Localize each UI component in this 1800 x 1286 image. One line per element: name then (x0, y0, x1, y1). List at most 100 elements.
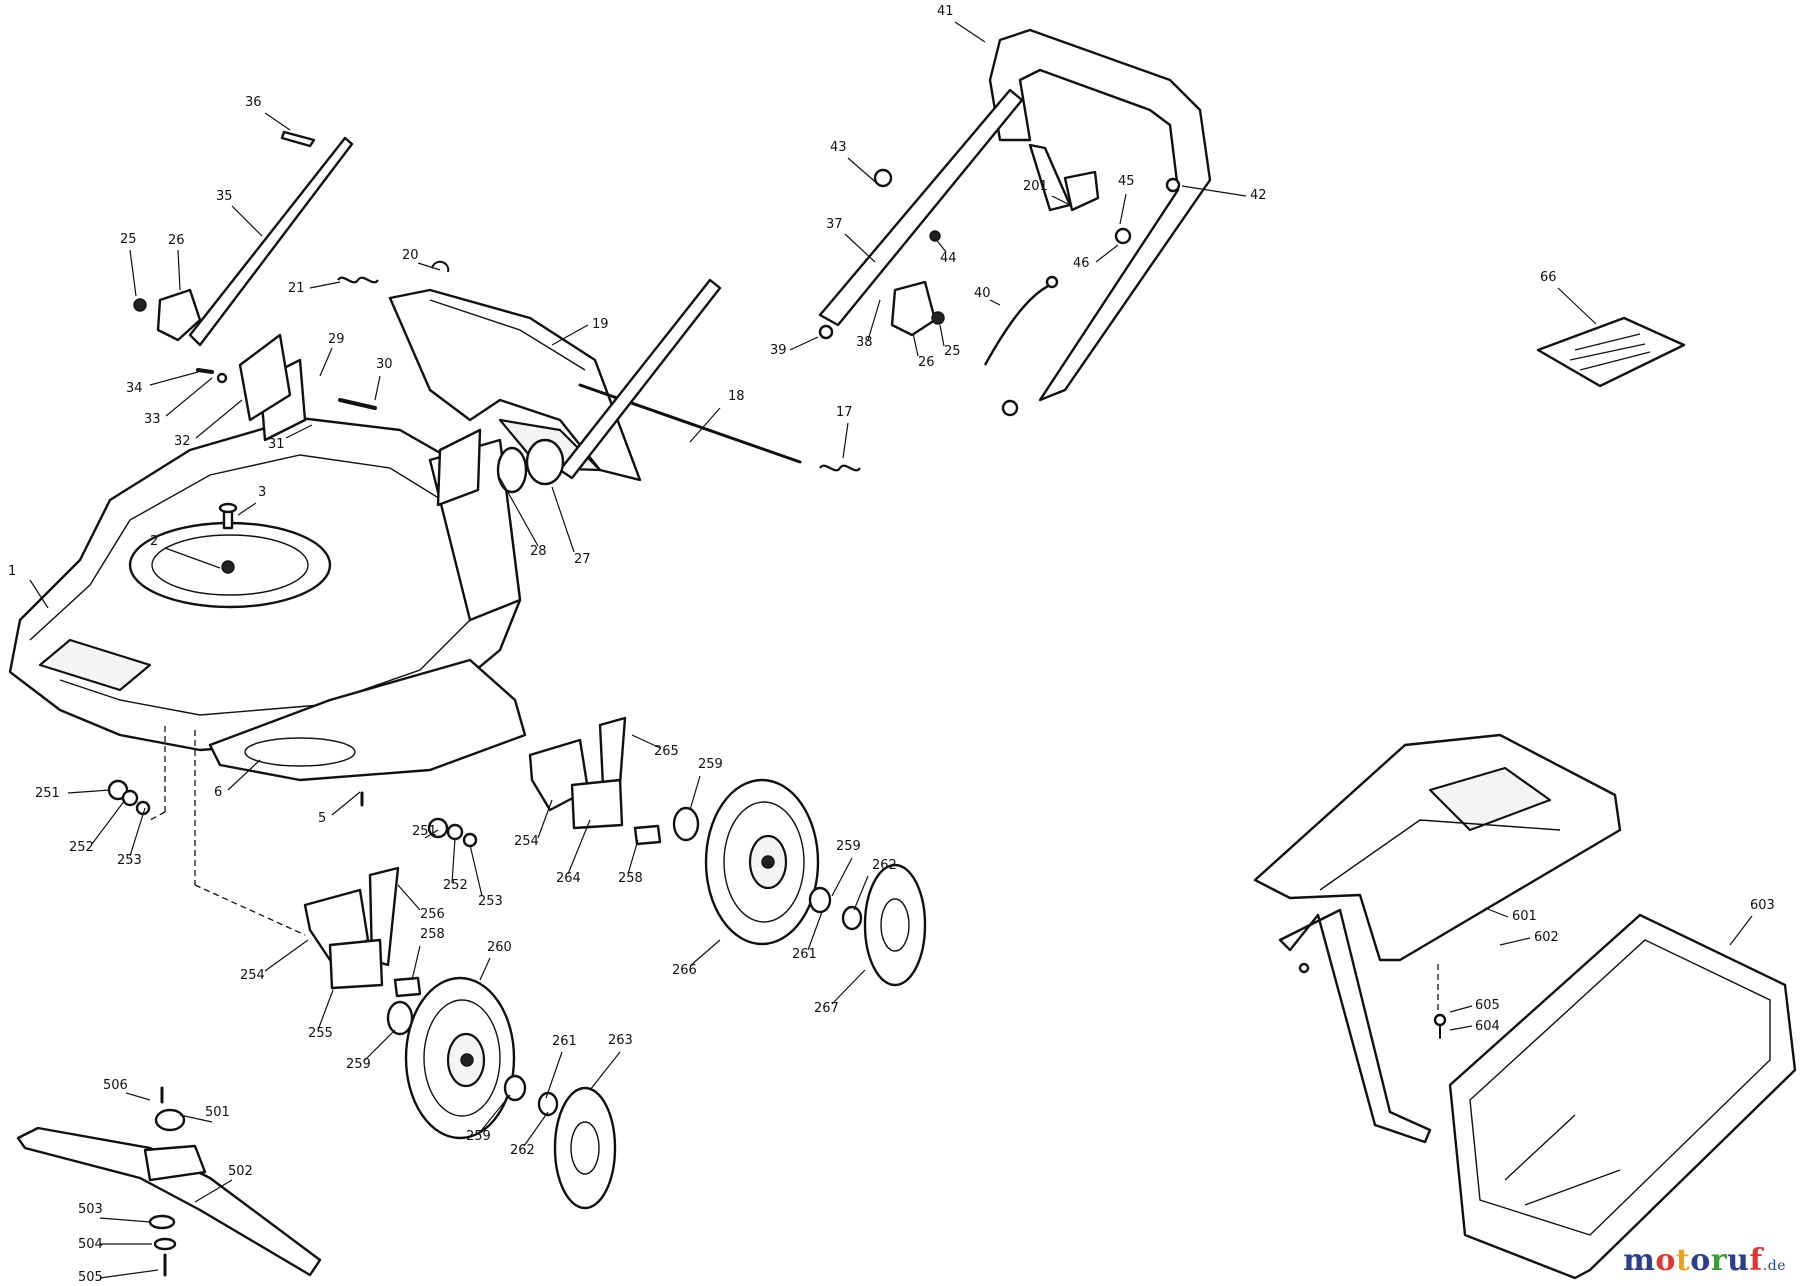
part-number-label: 259 (466, 1129, 491, 1144)
callout-258a: 258 (411, 927, 445, 981)
part-number-label: 34 (126, 381, 143, 396)
leader-line (1449, 1005, 1473, 1013)
wheel-rear (704, 778, 820, 946)
part-number-label: 5 (318, 811, 326, 826)
parts-bag (1536, 316, 1686, 388)
callout-259c: 259 (689, 757, 723, 811)
part-number-label: 38 (856, 335, 873, 350)
height-lever (188, 130, 354, 347)
callout-263: 263 (589, 1033, 633, 1091)
callout-255: 255 (308, 989, 334, 1041)
gear-and-washers (107, 779, 863, 1117)
part-number-label: 2 (150, 534, 158, 549)
leader-line (195, 399, 243, 439)
leader-line (331, 791, 361, 816)
part-number-label: 263 (608, 1033, 633, 1048)
leader-line (125, 1092, 151, 1101)
part-number-label: 501 (205, 1105, 230, 1120)
leader-line (847, 157, 881, 187)
watermark-letter: t (1675, 1243, 1691, 1278)
leader-line (689, 775, 701, 811)
blade-housing (208, 658, 527, 782)
leader-line (631, 734, 661, 749)
callout-20: 20 (402, 248, 441, 271)
wheel-front (404, 976, 516, 1140)
part-number-label: 252 (69, 840, 94, 855)
callout-503: 503 (78, 1202, 151, 1223)
leader-line (867, 299, 881, 341)
leader-line (831, 969, 866, 1005)
callout-41: 41 (937, 4, 986, 43)
part-number-label: 267 (814, 1001, 839, 1016)
part-number-label: 254 (240, 968, 265, 983)
part-number-label: 28 (530, 544, 547, 559)
leader-line (1449, 1025, 1473, 1031)
callout-35: 35 (216, 189, 263, 237)
leader-line (364, 1029, 396, 1061)
callout-25a: 25 (120, 232, 137, 297)
leader-line (831, 857, 853, 897)
leader-line (551, 486, 575, 553)
part-number-label: 262 (872, 858, 897, 873)
part-number-label: 502 (228, 1164, 253, 1179)
part-number-label: 1 (8, 564, 16, 579)
callout-26b: 26 (912, 332, 935, 370)
callout-602: 602 (1499, 930, 1559, 946)
part-number-label: 255 (308, 1026, 333, 1041)
callout-258b: 258 (618, 839, 643, 886)
part-number-label: 602 (1534, 930, 1559, 945)
callout-604: 604 (1449, 1019, 1500, 1034)
callout-266: 266 (672, 939, 721, 978)
leader-line (1499, 937, 1531, 946)
part-number-label: 17 (836, 405, 853, 420)
callout-6: 6 (214, 759, 261, 800)
leader-line (689, 939, 721, 967)
leader-line (479, 957, 491, 981)
callout-5: 5 (318, 791, 361, 826)
leader-line (227, 759, 261, 791)
leader-line (499, 477, 539, 547)
watermark-letter: o (1655, 1243, 1676, 1278)
part-number-label: 26 (168, 233, 185, 248)
callout-26a: 26 (168, 233, 185, 291)
part-number-label: 26 (918, 355, 935, 370)
part-number-label: 261 (792, 947, 817, 962)
leader-line (165, 377, 213, 417)
callout-254b: 254 (514, 799, 553, 849)
grassbox-rivet (1298, 962, 1447, 1039)
leader-line (912, 332, 919, 357)
watermark-tld: .de (1762, 1258, 1786, 1274)
part-number-label: 3 (258, 485, 266, 500)
part-number-label: 259 (346, 1057, 371, 1072)
part-number-label: 504 (78, 1237, 103, 1252)
part-number-label: 261 (552, 1034, 577, 1049)
watermark-letter: m (1623, 1243, 1656, 1278)
callout-253a: 253 (117, 807, 146, 868)
leader-line (231, 205, 263, 237)
watermark-logo: motoruf.de (1623, 1243, 1786, 1278)
circlip (431, 260, 450, 273)
part-number-label: 605 (1475, 998, 1500, 1013)
part-number-label: 201 (1023, 179, 1048, 194)
part-number-label: 251 (35, 786, 60, 801)
callout-501: 501 (179, 1105, 230, 1123)
leader-line (411, 945, 421, 981)
part-number-label: 18 (728, 389, 745, 404)
leader-line (551, 324, 589, 346)
callout-252a: 252 (69, 799, 126, 855)
watermark-letter: o (1690, 1243, 1711, 1278)
callout-34: 34 (126, 371, 199, 396)
leader-line (537, 799, 553, 839)
leader-line (29, 579, 49, 609)
callout-46: 46 (1073, 244, 1119, 271)
leader-line (1181, 185, 1247, 197)
leader-line (934, 237, 947, 253)
part-number-label: 603 (1750, 898, 1775, 913)
watermark-letter: r (1710, 1243, 1728, 1278)
callout-28: 28 (499, 477, 547, 559)
part-number-label: 266 (672, 963, 697, 978)
callout-265: 265 (631, 734, 679, 759)
callout-504: 504 (78, 1237, 152, 1252)
